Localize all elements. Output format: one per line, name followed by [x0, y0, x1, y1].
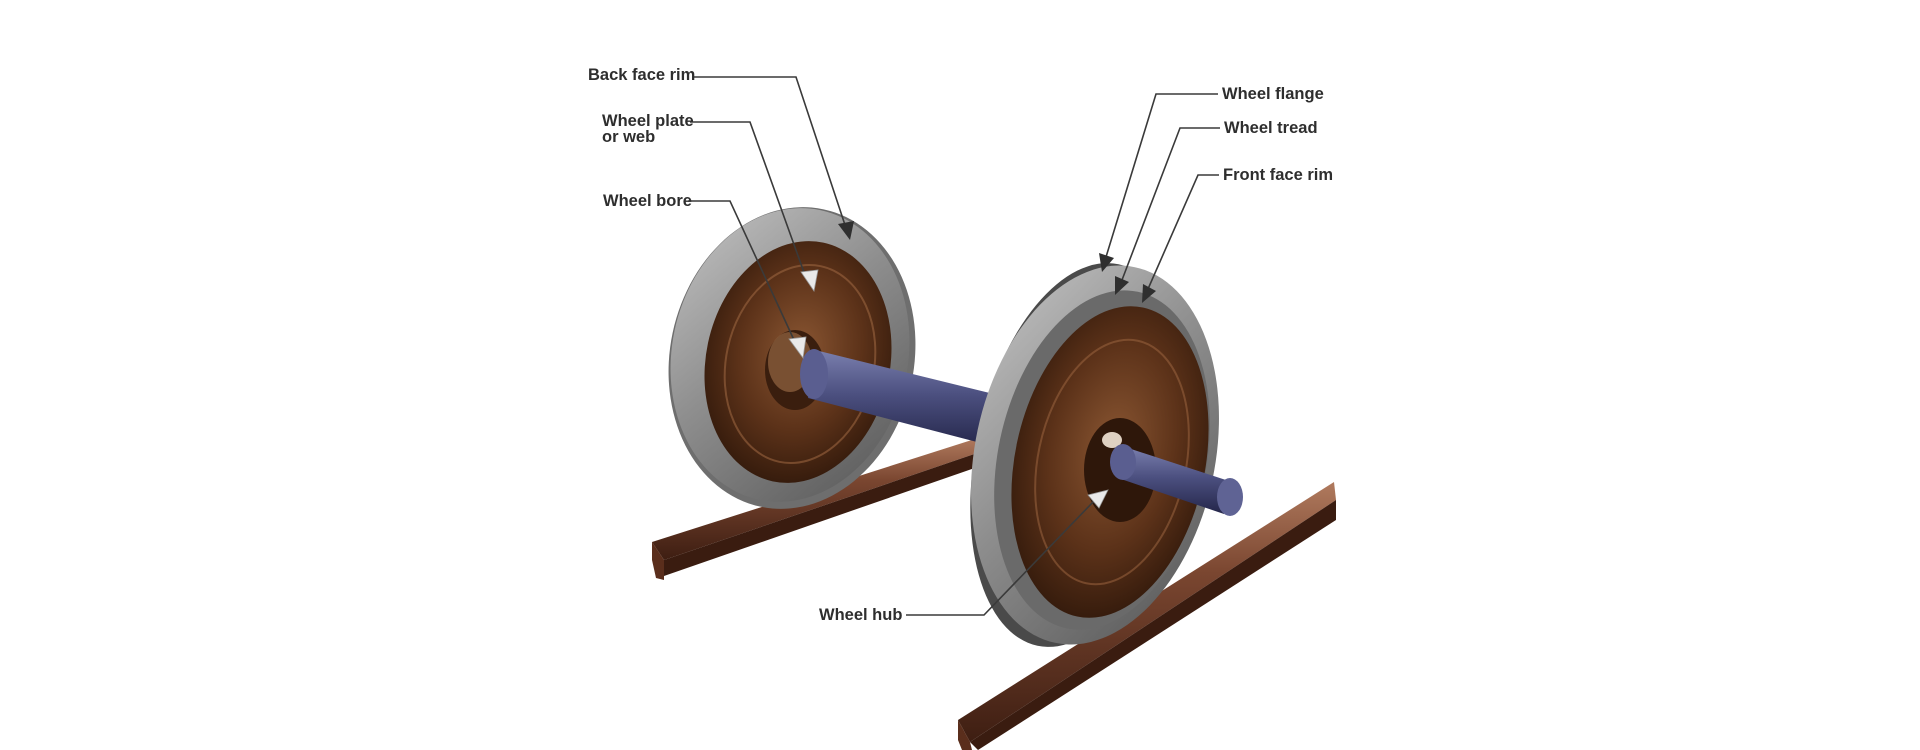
- leader-lines: [688, 76, 1220, 616]
- label-wheel-bore: Wheel bore: [603, 192, 692, 210]
- front-rail: [958, 482, 1336, 750]
- label-back-face-rim: Back face rim: [588, 66, 695, 84]
- label-wheel-plate-line2: or web: [602, 128, 655, 146]
- label-front-face-rim: Front face rim: [1223, 166, 1333, 184]
- axle: [800, 349, 1010, 448]
- labels: Back face rim Wheel plate or web Wheel b…: [588, 66, 1333, 624]
- label-wheel-flange: Wheel flange: [1222, 85, 1324, 103]
- label-wheel-plate-line1: Wheel plate: [602, 112, 694, 130]
- label-wheel-hub: Wheel hub: [819, 606, 902, 624]
- axle-stub: [1110, 444, 1243, 516]
- label-wheel-tread: Wheel tread: [1224, 119, 1318, 137]
- arrowheads: [788, 221, 1156, 509]
